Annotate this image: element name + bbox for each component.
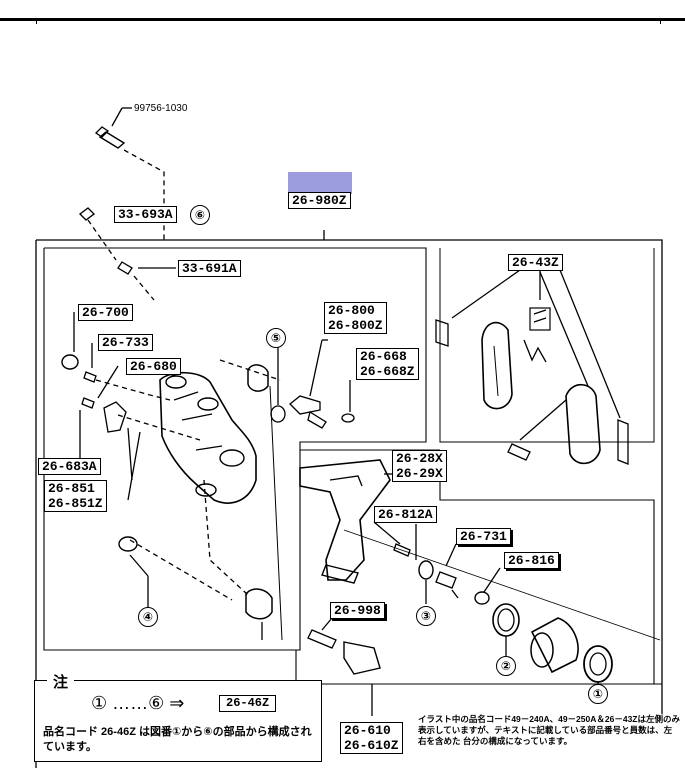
- label-26-700[interactable]: 26-700: [78, 304, 133, 321]
- label-26-610-line2: 26-610Z: [344, 738, 399, 753]
- label-26-851-line2: 26-851Z: [48, 496, 103, 511]
- label-assembly-26-980Z[interactable]: 26-980Z: [288, 192, 351, 209]
- label-26-733[interactable]: 26-733: [98, 334, 153, 351]
- note-range-code[interactable]: 26-46Z: [219, 695, 277, 712]
- label-26-668[interactable]: 26-668 26-668Z: [356, 348, 419, 380]
- label-26-610[interactable]: 26-610 26-610Z: [340, 722, 403, 754]
- callout-2: ②: [496, 656, 516, 676]
- label-26-800[interactable]: 26-800 26-800Z: [324, 302, 387, 334]
- illustration-remark: イラスト中の品名コード49－240A、49－250A＆26－43Zは左側のみ表示…: [418, 714, 680, 746]
- label-33-693A[interactable]: 33-693A: [114, 206, 177, 223]
- callout-4: ④: [138, 607, 158, 627]
- label-26-851[interactable]: 26-851 26-851Z: [44, 480, 107, 512]
- label-33-691A[interactable]: 33-691A: [178, 260, 241, 277]
- label-26-28X-line2: 26-29X: [396, 466, 443, 481]
- top-rule: [0, 0, 685, 21]
- label-26-28X[interactable]: 26-28X 26-29X: [392, 450, 447, 482]
- label-26-800-line1: 26-800: [328, 303, 375, 318]
- label-26-683A[interactable]: 26-683A: [38, 458, 101, 475]
- label-26-43Z[interactable]: 26-43Z: [508, 254, 563, 271]
- callout-6: ⑥: [190, 205, 210, 225]
- label-26-28X-line1: 26-28X: [396, 451, 443, 466]
- callout-1: ①: [588, 684, 608, 704]
- top-rule-tick: [660, 18, 661, 24]
- callout-5: ⑤: [266, 328, 286, 348]
- note-range: ① ……⑥ ⇒: [91, 693, 185, 713]
- note-title: 注: [47, 671, 75, 692]
- label-26-998[interactable]: 26-998: [330, 602, 385, 619]
- label-26-668-line2: 26-668Z: [360, 364, 415, 379]
- assembly-highlight: [288, 172, 352, 194]
- frame-top-left: [36, 230, 325, 241]
- label-26-816[interactable]: 26-816: [504, 552, 559, 569]
- frame-right: [324, 239, 663, 714]
- label-26-800-line2: 26-800Z: [328, 318, 383, 333]
- label-26-680[interactable]: 26-680: [126, 358, 181, 375]
- label-26-731[interactable]: 26-731: [456, 528, 511, 545]
- label-26-668-line1: 26-668: [360, 349, 407, 364]
- callout-3: ③: [416, 606, 436, 626]
- screw-part-number: 99756-1030: [134, 103, 188, 114]
- note-box: 注 ① ……⑥ ⇒ 26-46Z 品名コード 26-46Z は図番①から⑥の部品…: [34, 671, 322, 762]
- label-26-812A[interactable]: 26-812A: [374, 506, 437, 523]
- label-26-610-line1: 26-610: [344, 723, 391, 738]
- note-body: 品名コード 26-46Z は図番①から⑥の部品から構成されています。: [43, 726, 312, 753]
- label-26-851-line1: 26-851: [48, 481, 95, 496]
- top-rule-tick: [36, 18, 37, 24]
